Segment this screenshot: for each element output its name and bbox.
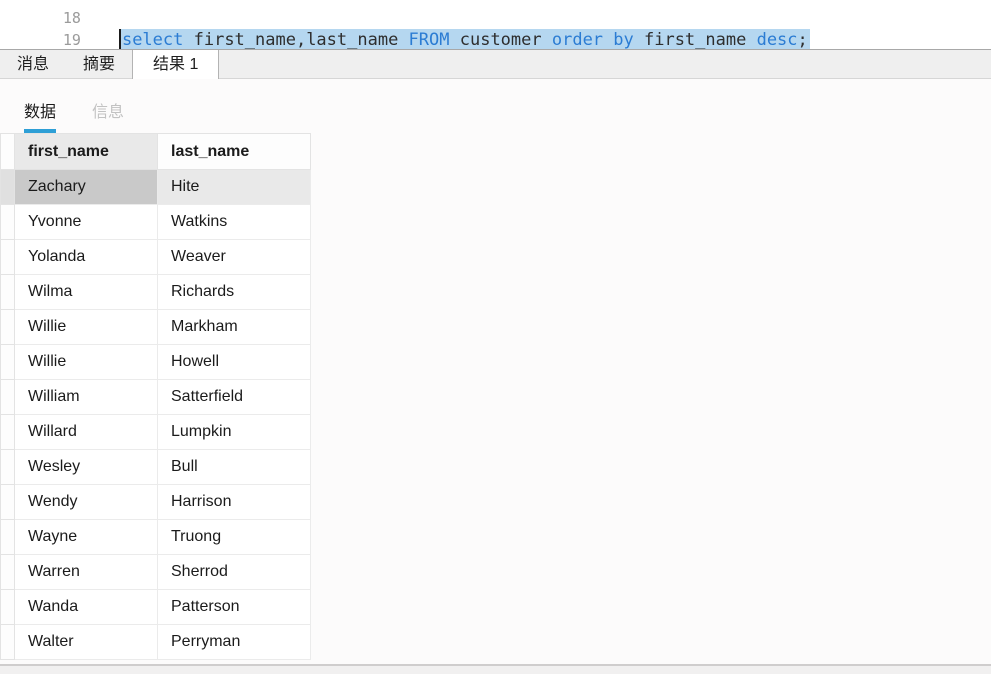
column-header-last-name[interactable]: last_name: [157, 133, 311, 170]
subtab-info[interactable]: 信息: [92, 104, 125, 121]
row-selector[interactable]: [0, 169, 15, 205]
sql-order-column: first_name: [633, 30, 757, 49]
row-selector[interactable]: [0, 239, 15, 275]
sql-columns: first_name,last_name: [183, 30, 409, 49]
subtab-data[interactable]: 数据: [24, 98, 57, 133]
row-selector[interactable]: [0, 414, 15, 450]
header-gutter: [0, 133, 15, 170]
cell-last-name[interactable]: Richards: [157, 274, 311, 310]
sql-semicolon: ;: [797, 30, 808, 49]
cell-first-name[interactable]: Willard: [14, 414, 158, 450]
editor-line-current[interactable]: 19 select first_name,last_name FROM custo…: [0, 9, 810, 49]
sql-keyword: FROM: [408, 30, 450, 49]
cell-last-name[interactable]: Sherrod: [157, 554, 311, 590]
sql-table-name: customer: [449, 30, 552, 49]
result-tabbar: 消息 摘要 结果 1: [0, 49, 991, 79]
row-selector[interactable]: [0, 589, 15, 625]
tab-messages[interactable]: 消息: [17, 56, 50, 73]
header-row: first_name last_name: [0, 133, 311, 170]
cell-last-name[interactable]: Weaver: [157, 239, 311, 275]
cell-first-name[interactable]: Willie: [14, 309, 158, 345]
row-selector[interactable]: [0, 554, 15, 590]
cell-first-name[interactable]: Wilma: [14, 274, 158, 310]
cell-last-name[interactable]: Truong: [157, 519, 311, 555]
row-selector[interactable]: [0, 624, 15, 660]
cell-first-name[interactable]: Yvonne: [14, 204, 158, 240]
sql-keyword: order by: [551, 30, 634, 49]
result-subtabs: 数据 信息: [0, 79, 991, 133]
tab-summary[interactable]: 摘要: [83, 56, 116, 73]
cell-first-name[interactable]: Warren: [14, 554, 158, 590]
row-selector[interactable]: [0, 344, 15, 380]
sql-keyword: desc: [756, 30, 798, 49]
row-selector[interactable]: [0, 309, 15, 345]
cell-last-name[interactable]: Watkins: [157, 204, 311, 240]
column-header-first-name[interactable]: first_name: [14, 133, 158, 170]
cell-last-name[interactable]: Markham: [157, 309, 311, 345]
row-selector[interactable]: [0, 274, 15, 310]
cell-last-name[interactable]: Howell: [157, 344, 311, 380]
cell-first-name[interactable]: Zachary: [14, 169, 158, 205]
cell-last-name[interactable]: Bull: [157, 449, 311, 485]
editor-line-next: 20: [0, 31, 81, 49]
row-selector[interactable]: [0, 484, 15, 520]
cell-first-name[interactable]: Wayne: [14, 519, 158, 555]
cell-first-name[interactable]: Wendy: [14, 484, 158, 520]
line-number: 18: [62, 9, 81, 27]
row-selector[interactable]: [0, 204, 15, 240]
editor-line-prev: 18: [0, 0, 81, 27]
cell-last-name[interactable]: Hite: [157, 169, 311, 205]
row-selector[interactable]: [0, 519, 15, 555]
row-selector[interactable]: [0, 379, 15, 415]
row-selector[interactable]: [0, 449, 15, 485]
cell-first-name[interactable]: Wanda: [14, 589, 158, 625]
cell-first-name[interactable]: Walter: [14, 624, 158, 660]
cell-first-name[interactable]: William: [14, 379, 158, 415]
sql-keyword: select: [121, 30, 184, 49]
horizontal-scrollbar-track[interactable]: [0, 664, 991, 674]
cell-last-name[interactable]: Perryman: [157, 624, 311, 660]
sql-editor[interactable]: 18 19 select first_name,last_name FROM cu…: [0, 0, 991, 49]
cell-last-name[interactable]: Lumpkin: [157, 414, 311, 450]
cell-first-name[interactable]: Wesley: [14, 449, 158, 485]
tab-result-1[interactable]: 结果 1: [132, 50, 220, 79]
cell-last-name[interactable]: Patterson: [157, 589, 311, 625]
cell-last-name[interactable]: Harrison: [157, 484, 311, 520]
cell-last-name[interactable]: Satterfield: [157, 379, 311, 415]
line-number: 19: [62, 31, 81, 49]
sql-selection[interactable]: select first_name,last_name FROM custome…: [118, 29, 810, 49]
cell-first-name[interactable]: Yolanda: [14, 239, 158, 275]
cell-first-name[interactable]: Willie: [14, 344, 158, 380]
